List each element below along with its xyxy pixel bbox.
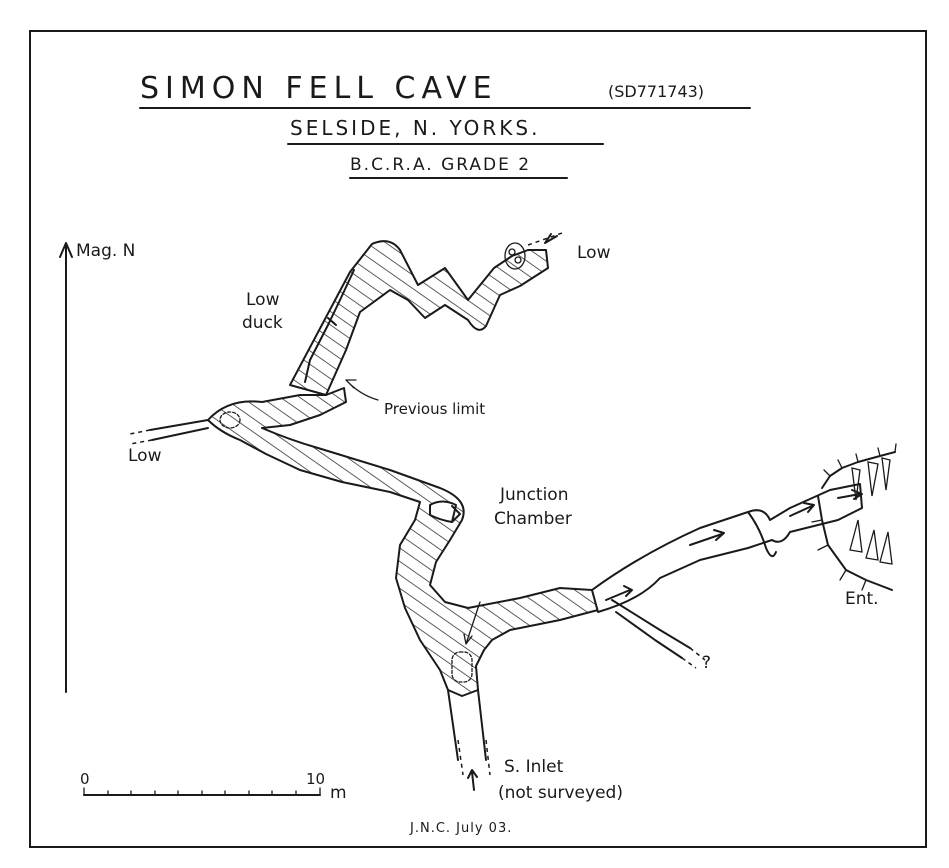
passage-upper-ne <box>289 240 549 396</box>
scale-unit-label: m <box>330 783 347 803</box>
flow-arrow-oxbow-icon <box>451 505 461 523</box>
location-subtitle: SELSIDE, N. YORKS. <box>290 116 540 140</box>
flow-arrow-3-icon <box>789 502 815 517</box>
entrance-constriction <box>747 511 777 558</box>
south-inlet-label-line1: S. Inlet <box>504 757 564 777</box>
west-low-passage <box>149 419 209 441</box>
boulder-icon <box>514 256 522 264</box>
surveyor-credit: J.N.C. July 03. <box>409 821 512 836</box>
low-duck-label-line2: duck <box>242 313 283 333</box>
scale-bar: 0 10 m <box>80 770 347 803</box>
west-low-continuation <box>129 429 153 445</box>
grid-reference: (SD771743) <box>608 82 704 101</box>
south-inlet-label-line2: (not surveyed) <box>498 783 623 803</box>
flow-arrow-ne-icon <box>544 233 558 244</box>
flow-arrow-1-icon <box>605 585 633 601</box>
junction-chamber-label-line2: Chamber <box>494 509 572 529</box>
flow-arrow-south-icon <box>467 769 478 791</box>
passage-main-diagonal <box>207 387 599 697</box>
low-ne-label: Low <box>577 243 611 263</box>
low-w-label: Low <box>128 446 162 466</box>
entrance-label: Ent. <box>845 589 879 609</box>
south-inlet-walls <box>447 689 487 761</box>
flow-arrow-2-icon <box>689 529 725 546</box>
unknown-label: ? <box>702 653 711 673</box>
south-inlet-continuation <box>457 739 491 776</box>
side-passage <box>611 599 691 659</box>
previous-limit-leader <box>345 379 379 401</box>
boulder-choke-icon <box>504 242 526 270</box>
passage-entrance <box>591 483 863 613</box>
junction-pot-icon <box>451 651 473 683</box>
entrance-cliff <box>811 443 897 591</box>
west-pot-icon <box>219 411 241 429</box>
junction-leader <box>463 601 481 645</box>
title-block: SIMON FELL CAVE (SD771743) SELSIDE, N. Y… <box>139 71 751 179</box>
junction-chamber-label-line1: Junction <box>499 485 568 505</box>
boulder-icon <box>508 248 516 256</box>
low-ne-continuation <box>527 231 566 246</box>
cave-passages <box>129 231 897 791</box>
scale-start-label: 0 <box>80 770 90 788</box>
north-arrow-head-icon <box>59 242 73 258</box>
grade-line: B.C.R.A. GRADE 2 <box>350 155 531 175</box>
map-frame <box>29 30 927 848</box>
cave-title: SIMON FELL CAVE <box>140 71 498 106</box>
scale-ticks <box>83 787 321 796</box>
low-duck-label-line1: Low <box>246 290 280 310</box>
low-duck-ledge <box>304 269 355 383</box>
north-label: Mag. N <box>76 241 135 261</box>
previous-limit-label: Previous limit <box>384 400 485 418</box>
side-passage-continuation <box>681 647 706 669</box>
scale-end-label: 10 <box>306 770 325 788</box>
north-arrow: Mag. N <box>59 241 135 693</box>
